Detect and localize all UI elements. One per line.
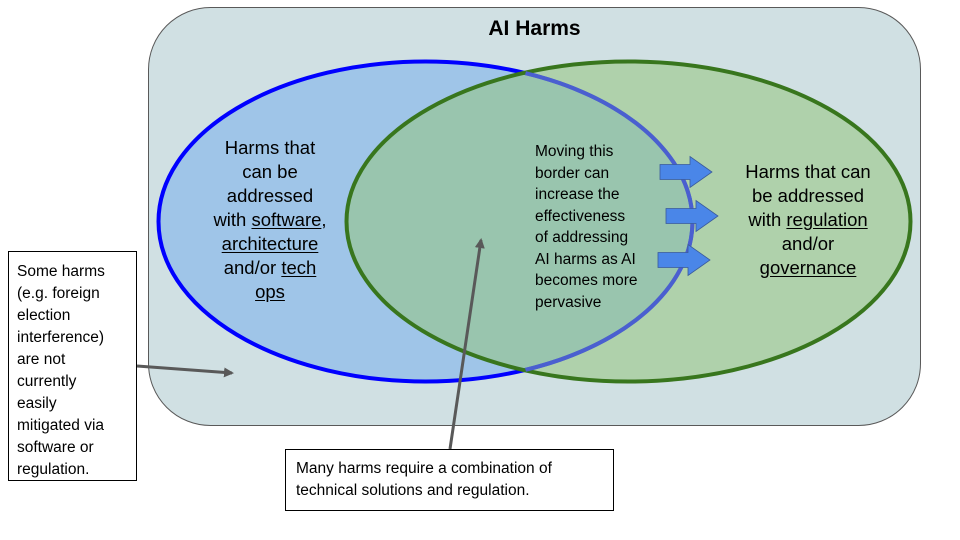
label-text: , — [321, 209, 327, 230]
callout-unmitigated-harms: Some harms (e.g. foreign election interfere… — [8, 251, 137, 481]
callout-line: easily — [17, 395, 57, 412]
callout-combination-harms: Many harms require a combination of techn… — [285, 449, 614, 511]
right_circle-line: and/or — [728, 232, 888, 256]
overlap-note-line: becomes more — [535, 272, 638, 289]
left_circle-line: can be — [190, 160, 350, 184]
left_circle-line: ops — [190, 280, 350, 304]
callout-line: regulation. — [17, 461, 90, 478]
left_circle-line: addressed — [190, 184, 350, 208]
overlap-note: Moving this border can increase the effecti… — [535, 141, 665, 313]
label-text: and/or — [781, 233, 835, 254]
left_circle-line: architecture — [190, 232, 350, 256]
overlap-note-line: pervasive — [535, 293, 602, 311]
callout-line: election — [17, 307, 71, 324]
callout-line: interference) — [17, 329, 105, 346]
shift-arrow-middle-icon — [665, 199, 719, 233]
underlined-term: regulation — [786, 209, 868, 230]
underlined-term: ops — [255, 281, 285, 302]
right_circle-line: with regulation — [728, 208, 888, 232]
label-text: Harms that — [224, 137, 316, 158]
overlap-note-line: effectiveness — [535, 207, 626, 225]
callout-line: Many harms require a combination of — [296, 460, 552, 477]
callout-line: currently — [17, 373, 77, 390]
callout-line: are not — [17, 351, 66, 368]
underlined-term: governance — [759, 257, 857, 278]
label-text: Harms that can — [745, 161, 871, 182]
overlap-note-line: AI harms as AI — [535, 250, 636, 268]
label-text: addressed — [226, 185, 314, 206]
right_circle-line: governance — [728, 256, 888, 280]
underlined-term: architecture — [221, 233, 319, 254]
label-text: with — [213, 209, 252, 230]
callout-line: software or — [17, 439, 94, 456]
callout-line: (e.g. foreign — [17, 285, 100, 302]
diagram-title: AI Harms — [488, 17, 581, 40]
callout-line: technical solutions and regulation. — [296, 482, 530, 499]
overlap-note-line: border can — [535, 164, 610, 182]
label-text: can be — [242, 161, 298, 182]
right_circle-line: Harms that can — [728, 160, 888, 184]
shift-arrow-top-icon — [659, 155, 713, 189]
left_circle-line: with software, — [190, 208, 350, 232]
label-text: be addressed — [751, 185, 865, 206]
label-text: with — [748, 209, 787, 230]
regulation-circle — [344, 59, 913, 384]
overlap-note-line: Moving this — [535, 143, 614, 160]
underlined-term: tech — [281, 257, 317, 278]
shift-arrow-bottom-icon — [657, 243, 711, 277]
callout-line: mitigated via — [17, 417, 105, 434]
callout-line: Some harms — [17, 263, 105, 280]
shift-arrows — [657, 155, 719, 277]
left_circle-line: Harms that — [190, 136, 350, 160]
overlap-note-line: of addressing — [535, 229, 629, 246]
overlap-note-line: increase the — [535, 186, 620, 203]
label-text: and/or — [223, 257, 282, 278]
pointer-arrow-bottom — [448, 238, 485, 450]
underlined-term: software — [251, 209, 322, 230]
right_circle-line: be addressed — [728, 184, 888, 208]
left_circle-line: and/or tech — [190, 256, 350, 280]
pointer-arrow-left — [136, 364, 234, 378]
